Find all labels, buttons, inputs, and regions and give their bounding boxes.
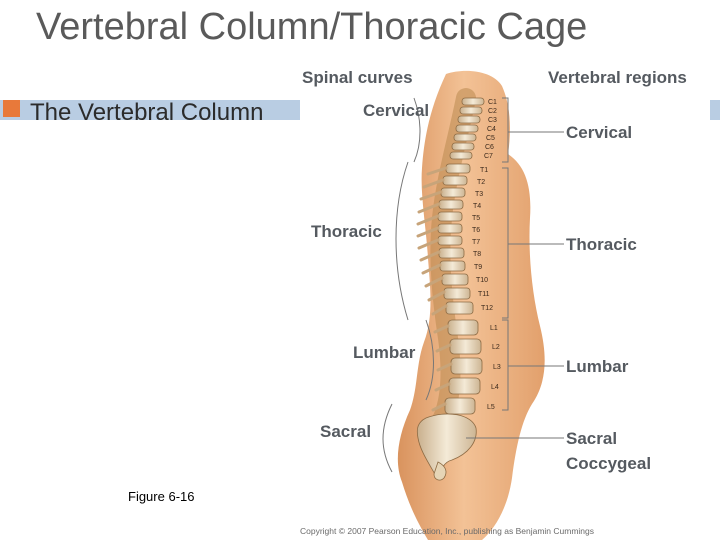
vertebral-regions-heading: Vertebral regions	[548, 68, 687, 87]
bullet-text: The Vertebral Column	[30, 99, 298, 127]
vertebra-label-l2: L2	[492, 344, 500, 351]
vertebra-label-t12: T12	[481, 305, 493, 312]
vertebra-label-l3: L3	[493, 364, 501, 371]
slide-title: Vertebral Column/Thoracic Cage	[36, 6, 587, 49]
curve-label-sacral: Sacral	[320, 422, 371, 441]
spine-diagram: Spinal curves Vertebral regions Cervical…	[296, 58, 720, 540]
region-label-cervical: Cervical	[566, 123, 632, 142]
vertebra-label-t11: T11	[478, 291, 490, 298]
vertebra-label-l4: L4	[491, 384, 499, 391]
vertebra-label-t5: T5	[472, 215, 480, 222]
curve-label-cervical: Cervical	[363, 101, 429, 120]
vertebra-label-l1: L1	[490, 325, 498, 332]
vertebra-label-c6: C6	[485, 144, 494, 151]
vertebra-label-t6: T6	[472, 227, 480, 234]
region-label-coccygeal: Coccygeal	[566, 454, 651, 473]
bullet-marker	[3, 100, 20, 117]
copyright-notice: Copyright © 2007 Pearson Education, Inc.…	[300, 526, 594, 536]
vertebra-label-t10: T10	[476, 277, 488, 284]
vertebra-label-c2: C2	[488, 108, 497, 115]
vertebra-label-c1: C1	[488, 99, 497, 106]
vertebra-label-t9: T9	[474, 264, 482, 271]
region-label-lumbar: Lumbar	[566, 357, 629, 376]
vertebra-label-t1: T1	[480, 167, 488, 174]
vertebra-label-t4: T4	[473, 203, 481, 210]
vertebra-label-c3: C3	[488, 117, 497, 124]
region-label-sacral: Sacral	[566, 429, 617, 448]
vertebra-label-t8: T8	[473, 251, 481, 258]
vertebra-label-l5: L5	[487, 404, 495, 411]
vertebra-label-t7: T7	[472, 239, 480, 246]
vertebra-label-c4: C4	[487, 126, 496, 133]
vertebra-label-c5: C5	[486, 135, 495, 142]
spinal-curves-heading: Spinal curves	[302, 68, 413, 87]
curve-label-thoracic: Thoracic	[311, 222, 382, 241]
vertebra-label-t3: T3	[475, 191, 483, 198]
curve-label-lumbar: Lumbar	[353, 343, 416, 362]
region-label-thoracic: Thoracic	[566, 235, 637, 254]
figure-caption: Figure 6-16	[128, 489, 194, 504]
vertebra-label-c7: C7	[484, 153, 493, 160]
vertebra-label-t2: T2	[477, 179, 485, 186]
